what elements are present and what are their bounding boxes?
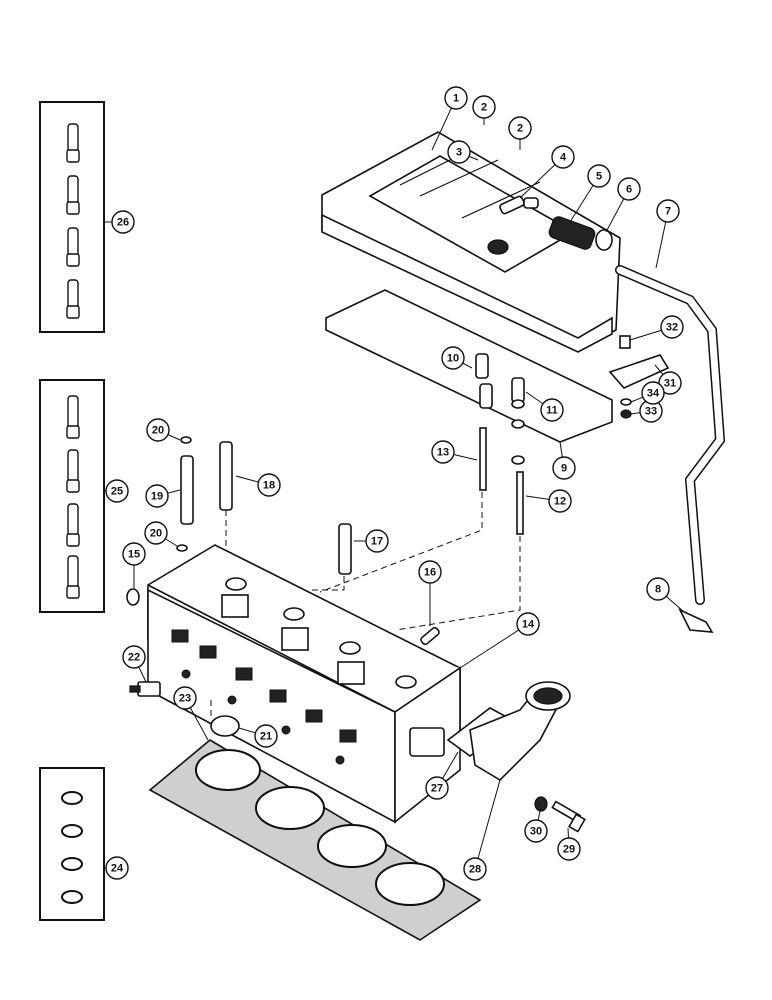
- callout-number: 8: [655, 584, 661, 596]
- callout-marker: [173, 686, 197, 710]
- callout-marker: [508, 116, 532, 140]
- callout-marker: [111, 210, 135, 234]
- callout-number: 10: [447, 353, 459, 365]
- callout-number: 6: [626, 184, 632, 196]
- callout-number: 23: [179, 693, 191, 705]
- callout-marker: [254, 724, 278, 748]
- callout-number: 29: [563, 844, 575, 856]
- callout-marker: [463, 857, 487, 881]
- callout-number: 32: [666, 322, 678, 334]
- washer: [620, 398, 632, 406]
- callout-number: 15: [128, 549, 140, 561]
- callout-marker: [552, 456, 576, 480]
- callout-number: 26: [117, 217, 129, 229]
- clip: [608, 354, 670, 389]
- temperature-sender: [129, 681, 161, 697]
- callout-number: 5: [596, 171, 602, 183]
- callout-marker: [516, 612, 540, 636]
- callout-number: 34: [647, 388, 660, 400]
- callout-marker: [365, 529, 389, 553]
- callout-marker: [257, 473, 281, 497]
- breather-fittings: [499, 195, 613, 251]
- screw: [619, 335, 631, 349]
- callout-marker: [548, 489, 572, 513]
- seal-ring: [210, 715, 240, 737]
- callout-number: 2: [517, 123, 523, 135]
- outlet-bolt: [551, 800, 586, 833]
- callout-marker: [656, 199, 680, 223]
- callout-marker: [444, 86, 468, 110]
- callout-number: 2: [481, 102, 487, 114]
- o-ring: [180, 436, 192, 444]
- kit-panel-24: [39, 767, 105, 921]
- callout-number: 20: [150, 528, 162, 540]
- dowel: [420, 626, 440, 646]
- callout-marker: [472, 95, 496, 119]
- callout-marker: [146, 418, 170, 442]
- kit-panel-25: [39, 379, 105, 613]
- water-outlet: [469, 681, 571, 782]
- sleeve: [475, 353, 489, 379]
- callout-number: 25: [111, 486, 123, 498]
- callout-marker: [105, 856, 129, 880]
- callout-number: 3: [456, 147, 462, 159]
- callout-number: 21: [260, 731, 272, 743]
- push-tube: [219, 441, 233, 511]
- callout-number: 12: [554, 496, 566, 508]
- tube-clamp: [678, 608, 714, 633]
- callout-number: 9: [561, 463, 567, 475]
- callout-number: 17: [371, 536, 383, 548]
- callout-marker: [447, 140, 471, 164]
- callout-leader: [474, 779, 501, 870]
- callout-number: 11: [546, 405, 558, 417]
- callout-marker: [540, 398, 564, 422]
- callout-number: 19: [151, 491, 163, 503]
- rocker-cover: [321, 131, 621, 353]
- callout-marker: [105, 479, 129, 503]
- stud: [479, 427, 487, 491]
- head-gasket: [148, 739, 482, 941]
- callout-number: 18: [263, 480, 275, 492]
- plug: [126, 588, 140, 606]
- callout-marker: [431, 440, 455, 464]
- nut: [620, 409, 632, 419]
- callout-marker: [122, 542, 146, 566]
- callout-marker: [557, 837, 581, 861]
- kit-panel-26: [39, 101, 105, 333]
- callout-number: 30: [530, 826, 542, 838]
- callout-number: 22: [128, 652, 140, 664]
- callout-marker: [646, 577, 670, 601]
- callout-number: 7: [665, 206, 671, 218]
- callout-marker: [641, 381, 665, 405]
- callout-leader: [459, 623, 529, 669]
- callout-number: 14: [522, 619, 535, 631]
- outlet-nut: [534, 796, 548, 812]
- callout-marker: [145, 484, 169, 508]
- callout-marker: [587, 164, 611, 188]
- callout-number: 1: [453, 93, 459, 105]
- callout-marker: [418, 560, 442, 584]
- callout-number: 31: [664, 378, 676, 390]
- callout-number: 27: [431, 783, 443, 795]
- callout-marker: [425, 776, 449, 800]
- callout-number: 13: [437, 447, 449, 459]
- callout-marker: [122, 645, 146, 669]
- callout-marker: [617, 177, 641, 201]
- cylinder-head: [147, 544, 461, 824]
- callout-marker: [144, 521, 168, 545]
- callout-number: 28: [469, 864, 481, 876]
- callout-marker: [524, 819, 548, 843]
- callout-number: 16: [424, 567, 436, 579]
- callout-number: 33: [645, 406, 657, 418]
- callout-number: 20: [152, 425, 164, 437]
- callout-number: 24: [111, 863, 124, 875]
- callout-marker: [551, 145, 575, 169]
- callout-marker: [441, 346, 465, 370]
- callout-marker: [660, 315, 684, 339]
- callout-number: 4: [560, 152, 567, 164]
